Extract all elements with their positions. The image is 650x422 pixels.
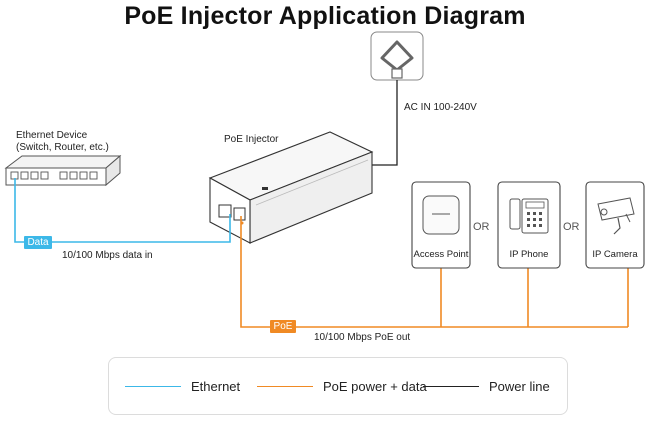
access-point-icon <box>422 195 460 235</box>
ethernet-device-label-line1: Ethernet Device <box>16 130 88 141</box>
legend-label: PoE power + data <box>323 379 427 394</box>
poe-injector-icon <box>208 131 374 244</box>
poe-line <box>240 216 629 328</box>
access-point-label: Access Point <box>413 249 469 260</box>
legend-item-poe: PoE power + data <box>257 379 427 394</box>
ac-plug-icon <box>370 31 424 81</box>
poe-out-label: 10/100 Mbps PoE out <box>314 332 411 343</box>
diagram-title: PoE Injector Application Diagram <box>124 2 526 30</box>
legend: Ethernet PoE power + data Power line <box>108 357 568 415</box>
poe-tag: PoE <box>270 320 296 333</box>
legend-item-ethernet: Ethernet <box>125 379 240 394</box>
legend-item-power: Power line <box>423 379 550 394</box>
ac-in-label: AC IN 100-240V <box>404 102 477 113</box>
legend-label: Ethernet <box>191 379 241 394</box>
legend-swatch-power <box>423 386 479 387</box>
ethernet-line <box>14 178 231 243</box>
power-line <box>368 80 398 166</box>
data-in-label: 10/100 Mbps data in <box>62 250 153 261</box>
data-tag: Data <box>24 236 52 249</box>
ip-camera-icon <box>597 197 635 235</box>
legend-swatch-poe <box>257 386 313 387</box>
legend-label: Power line <box>489 379 550 394</box>
legend-swatch-ethernet <box>125 386 181 387</box>
or-label: OR <box>473 221 490 233</box>
or-label: OR <box>563 221 580 233</box>
poe-injector-label: PoE Injector <box>224 134 279 145</box>
switch-icon <box>4 154 122 187</box>
ip-phone-label: IP Phone <box>509 249 549 260</box>
ethernet-device-label-line2: (Switch, Router, etc.) <box>16 142 109 153</box>
ip-camera-label: IP Camera <box>592 249 638 260</box>
ip-phone-icon <box>509 198 549 234</box>
